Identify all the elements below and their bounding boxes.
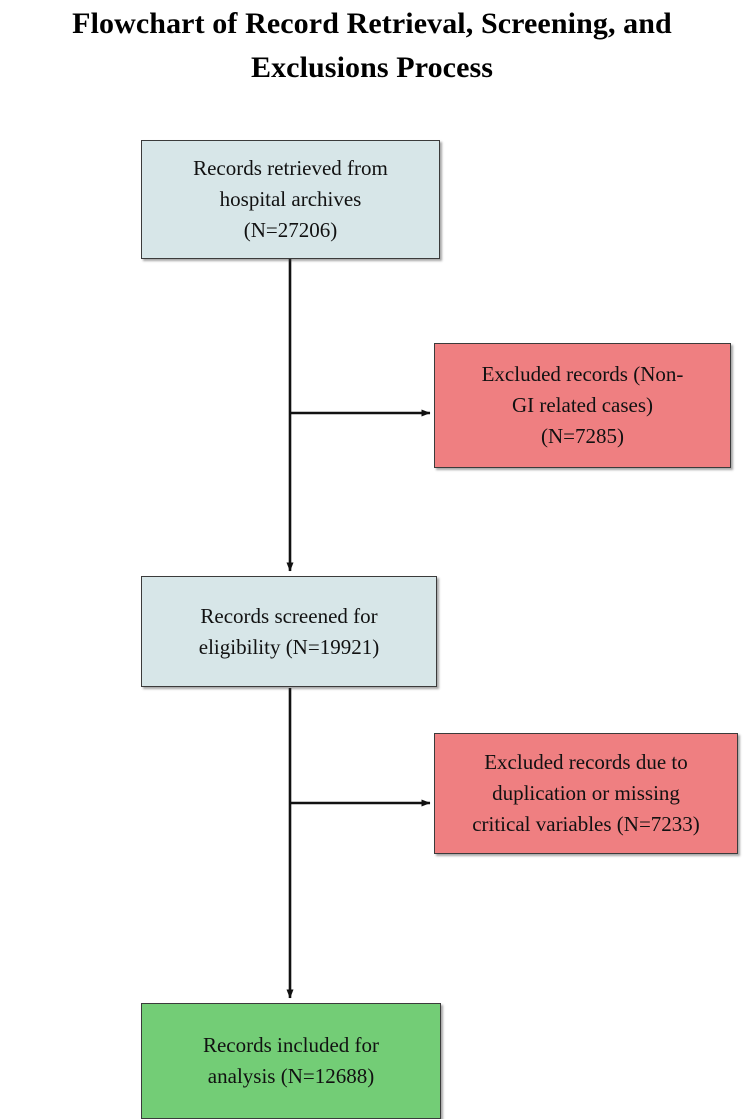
node-excluded-non-gi-line-3: (N=7285): [541, 424, 624, 448]
node-records-retrieved-line-1: Records retrieved from: [193, 156, 388, 180]
node-records-included-line-1: Records included for: [202, 1033, 380, 1057]
node-excluded-non-gi-line-2: GI related cases): [511, 393, 654, 417]
node-excluded-duplication: Excluded records due to duplication or m…: [434, 733, 738, 854]
node-records-included-line-2: analysis (N=12688): [207, 1064, 375, 1088]
node-records-included: Records included for analysis (N=12688): [141, 1003, 441, 1119]
node-records-screened-line-1: Records screened for: [200, 603, 378, 628]
page-title-line-1: Flowchart of Record Retrieval, Screening…: [72, 7, 672, 40]
node-records-screened-line-2: eligibility (N=19921): [198, 634, 380, 659]
node-records-retrieved: Records retrieved from hospital archives…: [141, 140, 440, 259]
page-title-line-2: Exclusions Process: [250, 51, 494, 84]
node-excluded-duplication-line-3: critical variables (N=7233): [472, 812, 700, 836]
node-excluded-duplication-line-2: duplication or missing: [492, 781, 680, 805]
node-excluded-duplication-line-1: Excluded records due to: [484, 750, 688, 774]
node-records-retrieved-line-3: (N=27206): [243, 218, 338, 242]
page-title: Flowchart of Record Retrieval, Screening…: [8, 2, 736, 90]
node-excluded-non-gi: Excluded records (Non- GI related cases)…: [434, 343, 731, 468]
node-excluded-non-gi-line-1: Excluded records (Non-: [481, 362, 684, 386]
node-records-retrieved-line-2: hospital archives: [219, 187, 362, 211]
node-records-screened: Records screened for eligibility (N=1992…: [141, 576, 437, 687]
